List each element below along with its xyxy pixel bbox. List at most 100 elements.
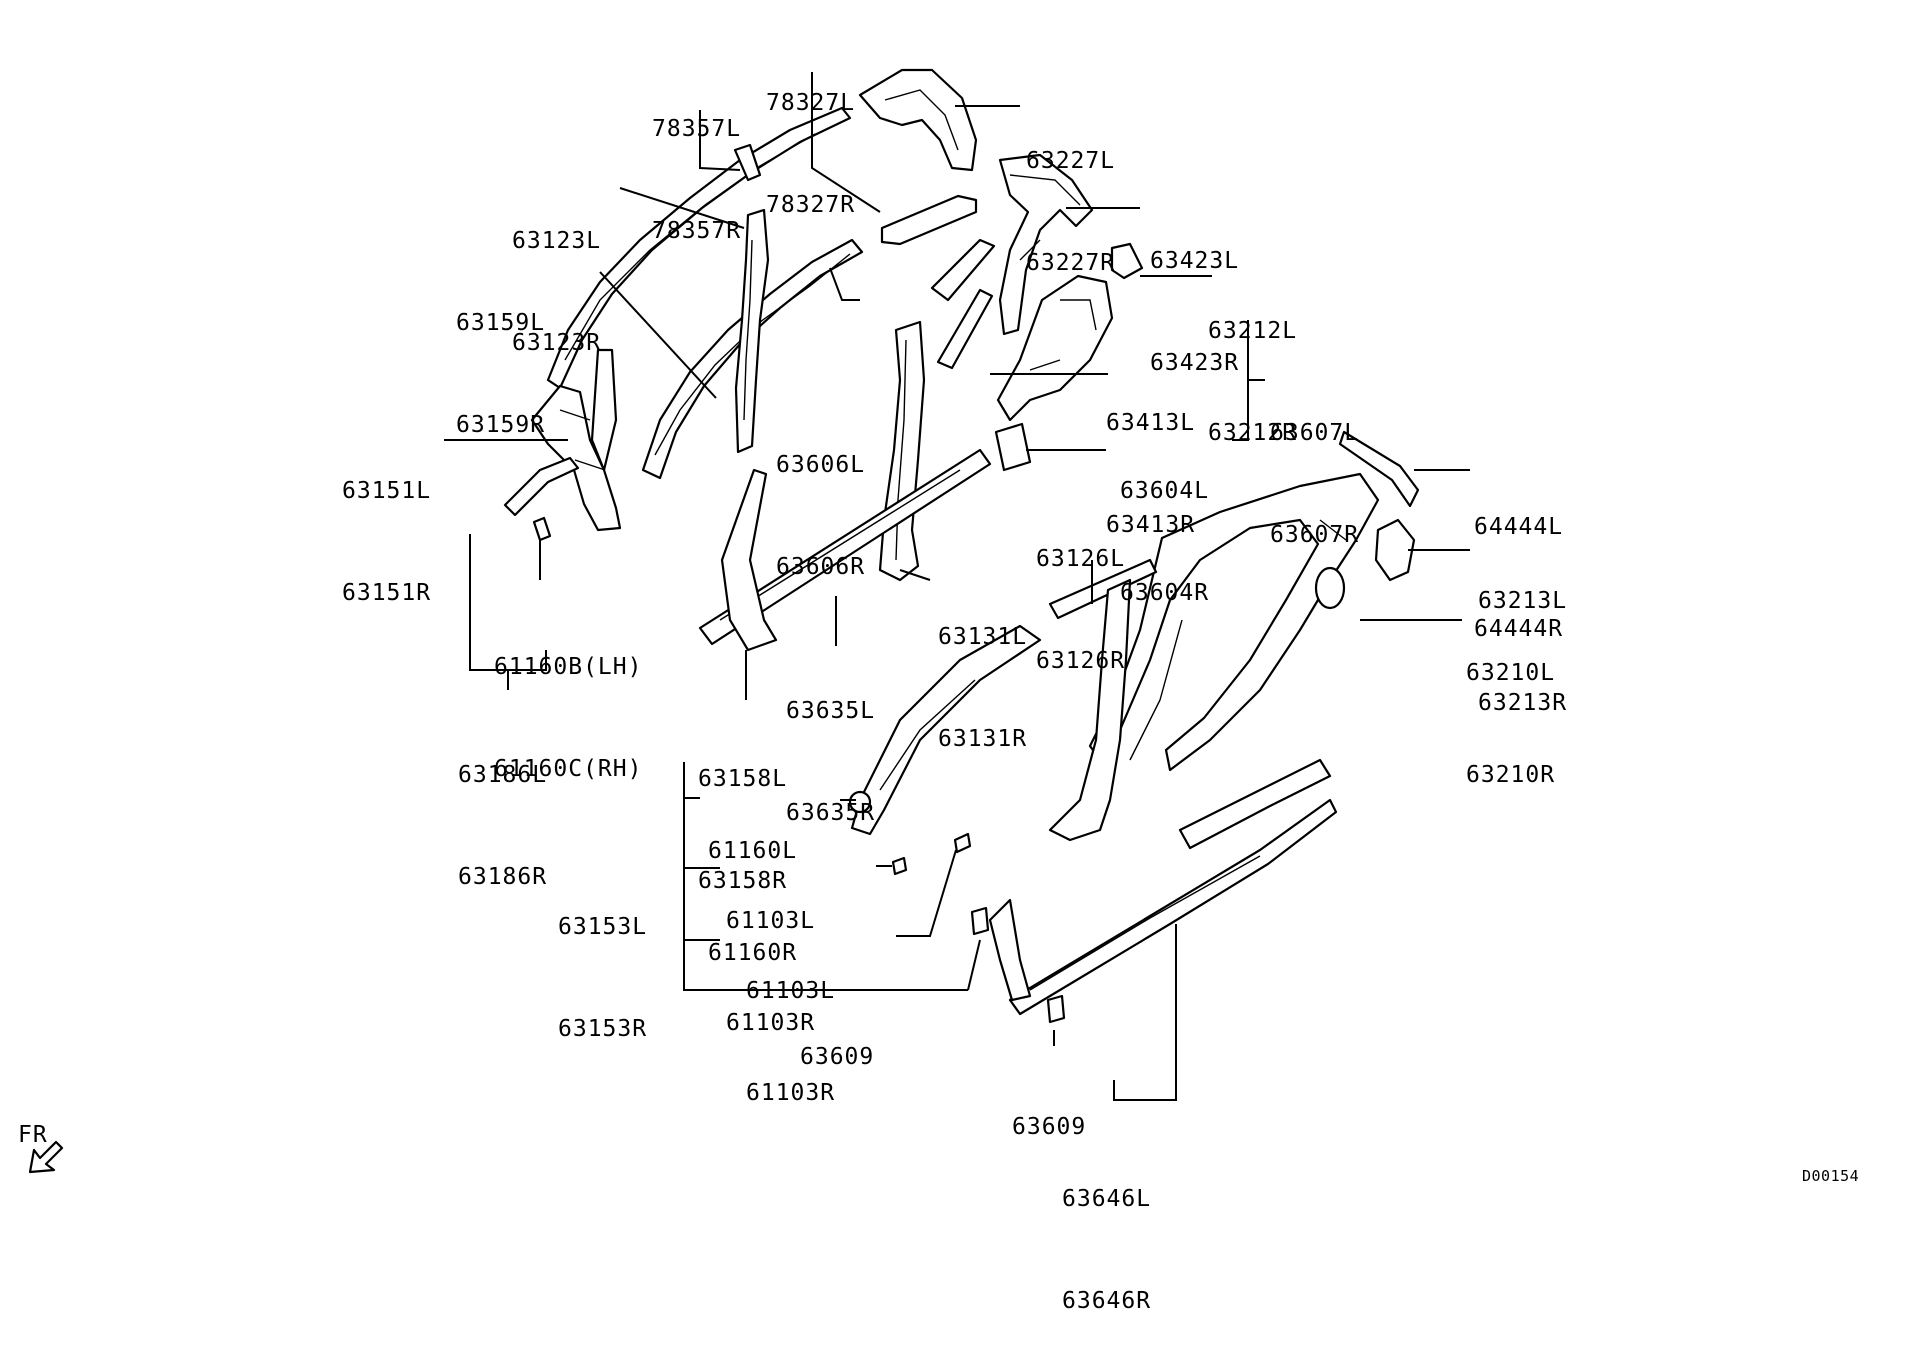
center-pillar-outer [1048,578,1132,842]
b-pillar-inner [734,208,770,454]
part-number: 63609 [1012,1114,1087,1140]
part-number: 78357R [652,218,742,244]
a-pillar-upper-bracket [590,348,618,472]
part-number: 61160L [708,838,798,864]
roof-outer-strip [1048,558,1158,620]
diagram-code: D00154 [1802,1167,1860,1185]
front-pillar-lower-inner [720,468,778,652]
rear-floor-gusset [994,422,1032,472]
part-number: 63606L [776,452,866,478]
rear-pillar-reinforcement [930,238,996,302]
part-number: 61160C(RH) [494,756,643,782]
part-number: 63153L [558,914,648,940]
parts-diagram [28,68,1470,1174]
part-number: 63213L [1478,588,1568,614]
roof-bracket [733,143,762,182]
part-number: 63126L [1036,546,1126,572]
front-pillar-inner [641,238,864,480]
part-number: 63158L [698,766,788,792]
part-number: 63213R [1478,690,1568,716]
part-number: 63153R [558,1016,648,1042]
part-number: 63646L [1062,1186,1152,1212]
rear-pillar-inner [998,153,1094,336]
leader-lines [444,72,1470,1101]
rear-bracket-upper [1338,430,1420,508]
part-number: 63186L [458,762,548,788]
part-number: 63159R [456,412,546,438]
part-number: 63123L [512,228,602,254]
roof-side-rail-outer [546,106,852,390]
sill-inner [698,448,992,646]
callout-63123: 63123L 63123R [512,156,601,394]
part-number: 63151L [342,478,432,504]
part-number: 61103R [726,1010,816,1036]
part-number: 63423R [1150,350,1240,376]
part-number: 64444R [1474,616,1564,642]
part-number: 63607R [1270,522,1360,548]
part-number: 63609 [800,1044,875,1070]
callout-63606: 63606L 63606R [776,380,865,618]
tail-lamp-bracket [1110,242,1144,280]
part-number: 78327L [766,90,856,116]
part-number: 61103L [746,978,836,1004]
part-number: 61160R [708,940,798,966]
callout-63604: 63604L 63604R [1120,406,1209,644]
roof-rail-reinforcement [880,194,978,246]
callout-61103-upper: 61103L 61103R [726,836,815,1074]
sill-outer [1008,798,1338,1016]
callout-61160b: 61160B(LH) 61160C(RH) [494,582,642,820]
callout-78327: 78327L 78327R [766,18,855,256]
callout-63213: 63213L 63213R [1478,516,1567,754]
part-number: 63212L [1208,318,1298,344]
callout-63646: 63646L 63646R [1062,1114,1151,1352]
sill-outer-front [988,898,1032,1002]
part-number: 63131R [938,726,1028,752]
wheelhouse-panel [996,274,1114,422]
callout-63210: 63210L 63210R [1466,588,1555,826]
plug-63609-upper [970,906,990,936]
part-number: 63607L [1270,420,1360,446]
front-pillar-outer [850,624,1042,836]
part-number: 63212R [1208,420,1298,446]
rear-lamp-housing [1374,518,1416,582]
callout-63153: 63153L 63153R [558,842,647,1080]
part-number: 63131L [938,624,1028,650]
part-number: 63210L [1466,660,1556,686]
clip-61103-lower [953,832,972,854]
quarter-upper-panel [858,68,978,172]
callout-63227: 63227L 63227R [1026,76,1115,314]
part-number: 64444L [1474,514,1564,540]
callout-63607: 63607L 63607R [1270,348,1359,586]
rear-pillar-stiffener [936,288,994,370]
callout-63159: 63159L 63159R [456,238,545,476]
part-number: 61160B(LH) [494,654,643,680]
callout-61160: 61160L 61160R [708,766,797,1004]
callout-63212: 63212L 63212R [1208,246,1297,484]
part-number: 63210R [1466,762,1556,788]
callout-63423: 63423L 63423R [1150,176,1239,414]
part-number: 63123R [512,330,602,356]
clip-61103-upper [891,856,908,876]
part-number: 63413L [1106,410,1196,436]
callout-63131: 63131L 63131R [938,552,1027,790]
part-number: 63227L [1026,148,1116,174]
callout-61103-lower: 61103L 61103R [746,906,835,1144]
upper-body-assembly [503,68,1144,652]
grommet-61160 [848,790,872,814]
part-number: 63604L [1120,478,1210,504]
front-arrow-icon [28,1140,64,1174]
callout-78357: 78357L 78357R [652,44,741,282]
quarter-lower-panel [1178,758,1332,850]
part-number: 78357L [652,116,742,142]
part-number: 63159L [456,310,546,336]
hinge-bracket [532,516,552,542]
callout-63609-upper: 63609 [800,972,874,1108]
part-number: 61103R [746,1080,836,1106]
callout-63186: 63186L 63186R [458,690,547,928]
callout-63126: 63126L 63126R [1036,474,1125,712]
part-number: 63606R [776,554,866,580]
hinge-reinforcement [503,456,580,517]
callout-63609-lower: 63609 [1012,1042,1086,1178]
part-number: 63423L [1150,248,1240,274]
fuel-lid-opening [1314,566,1346,610]
